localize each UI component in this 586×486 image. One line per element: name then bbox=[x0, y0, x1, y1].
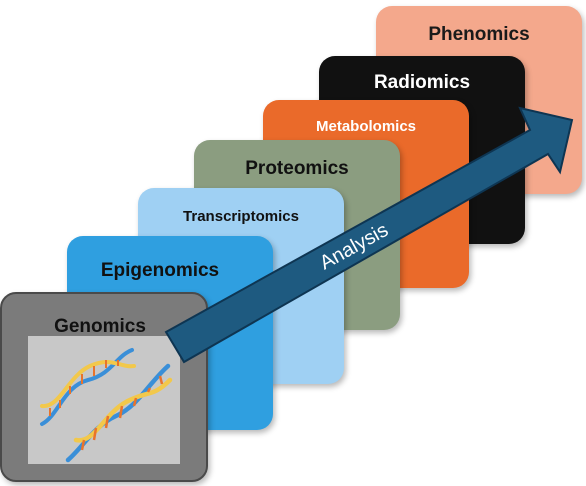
dna-image bbox=[28, 336, 180, 464]
stage-label-phenomics: Phenomics bbox=[428, 24, 530, 45]
stage-label-genomics: Genomics bbox=[54, 316, 146, 337]
stage-label-epigenomics: Epigenomics bbox=[100, 260, 220, 281]
stage-label-radiomics: Radiomics bbox=[373, 72, 471, 93]
stage-label-transcriptomics: Transcriptomics bbox=[183, 208, 299, 225]
stage-label-metabolomics: Metabolomics bbox=[315, 118, 417, 135]
stage-card-genomics: Genomics bbox=[0, 292, 208, 482]
analysis-arrow-shape bbox=[164, 106, 574, 364]
dna-helix-icon bbox=[40, 348, 173, 463]
stage-label-proteomics: Proteomics bbox=[245, 158, 349, 179]
